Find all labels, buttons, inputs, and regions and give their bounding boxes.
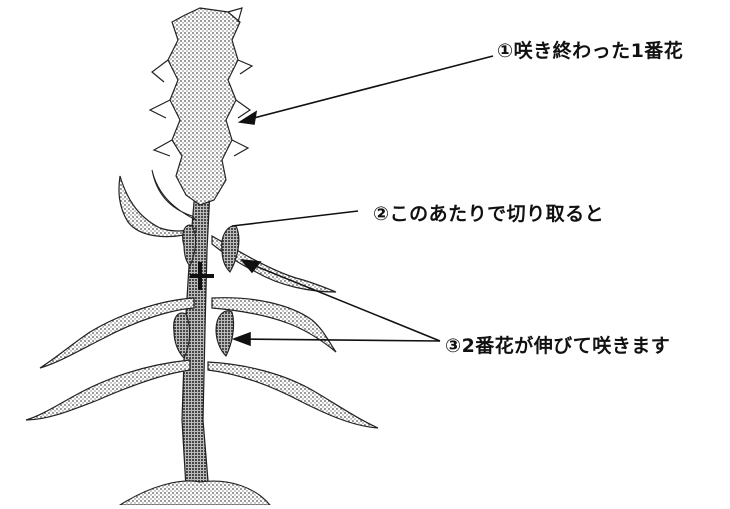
label-second-flowers: ③2番花が伸びて咲きます [445,331,670,358]
arrow-1-head [240,112,256,124]
arrow-3b-head [234,333,250,345]
leaf-base [120,481,270,505]
leaf-lower-right [208,362,378,428]
first-flower-spike [150,8,252,205]
arrow-3a [248,263,440,341]
line-2 [232,211,358,226]
leaf-middle-left [40,298,194,368]
arrow-3b [240,339,440,341]
leaf-lower-left [26,360,190,420]
label-first-flower: ①咲き終わった1番花 [497,36,683,63]
arrow-1 [246,56,493,120]
label-cut-here: ②このあたりで切り取ると [373,199,604,226]
